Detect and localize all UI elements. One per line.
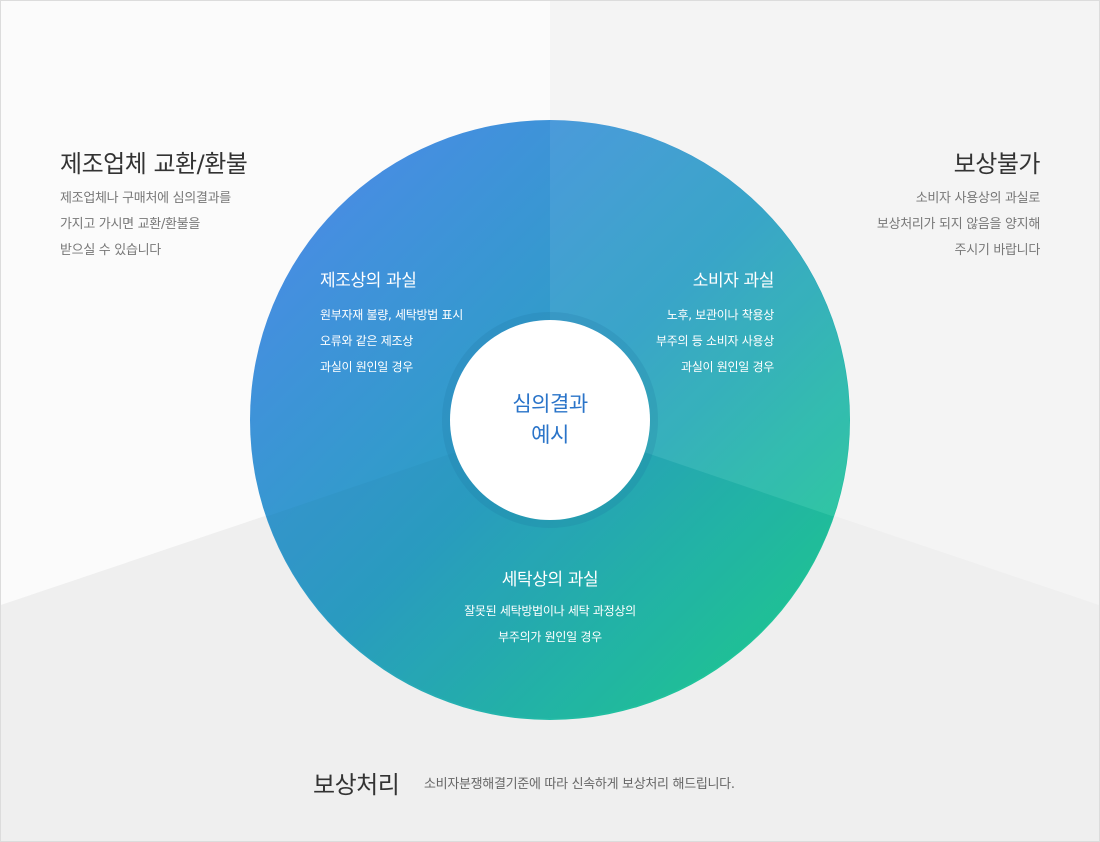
top-right-line: 소비자 사용상의 과실로	[915, 191, 1041, 206]
consumer-fault-title: 소비자 과실	[692, 271, 775, 291]
washing-fault-description: 잘못된 세탁방법이나 세탁 과정상의 부주의가 원인일 경우	[380, 598, 720, 650]
top-left-line: 가지고 가시면 교환/환불을	[60, 217, 201, 232]
consumer-fault-line: 노후, 보관이나 착용상	[666, 308, 775, 322]
washing-fault-line: 잘못된 세탁방법이나 세탁 과정상의	[464, 604, 636, 618]
bottom-title: 보상처리	[313, 771, 400, 799]
washing-fault-title: 세탁상의 과실	[501, 570, 599, 590]
manufacturing-fault-line: 과실이 원인일 경우	[320, 360, 413, 374]
consumer-fault-description: 노후, 보관이나 착용상 부주의 등 소비자 사용상 과실이 원인일 경우	[656, 302, 774, 380]
top-right-line: 보상처리가 되지 않음을 양지해	[876, 217, 1040, 232]
top-left-description: 제조업체나 구매처에 심의결과를 가지고 가시면 교환/환불을 받으실 수 있습…	[60, 186, 231, 264]
manufacturing-fault-line: 원부자재 불량, 세탁방법 표시	[320, 308, 463, 322]
bottom-description: 소비자분쟁해결기준에 따라 신속하게 보상처리 해드립니다.	[424, 777, 735, 792]
top-left-line: 제조업체나 구매처에 심의결과를	[60, 191, 231, 206]
center-label-line: 심의결과	[512, 392, 588, 416]
top-left-title: 제조업체 교환/환불	[60, 150, 248, 178]
washing-fault-line: 부주의가 원인일 경우	[498, 630, 602, 644]
top-right-title: 보상불가	[953, 150, 1041, 178]
manufacturing-fault-description: 원부자재 불량, 세탁방법 표시 오류와 같은 제조상 과실이 원인일 경우	[320, 302, 463, 380]
center-label-line: 예시	[531, 423, 569, 447]
top-right-line: 주시기 바랍니다	[954, 243, 1041, 258]
consumer-fault-line: 과실이 원인일 경우	[681, 360, 774, 374]
center-circle	[450, 320, 650, 520]
manufacturing-fault-line: 오류와 같은 제조상	[320, 334, 413, 348]
manufacturing-fault-title: 제조상의 과실	[320, 271, 417, 291]
top-right-description: 소비자 사용상의 과실로 보상처리가 되지 않음을 양지해 주시기 바랍니다	[877, 186, 1040, 264]
consumer-fault-line: 부주의 등 소비자 사용상	[656, 334, 774, 348]
center-label: 심의결과 예시	[450, 320, 650, 520]
segment-washing	[266, 420, 834, 719]
top-left-line: 받으실 수 있습니다	[60, 243, 161, 258]
